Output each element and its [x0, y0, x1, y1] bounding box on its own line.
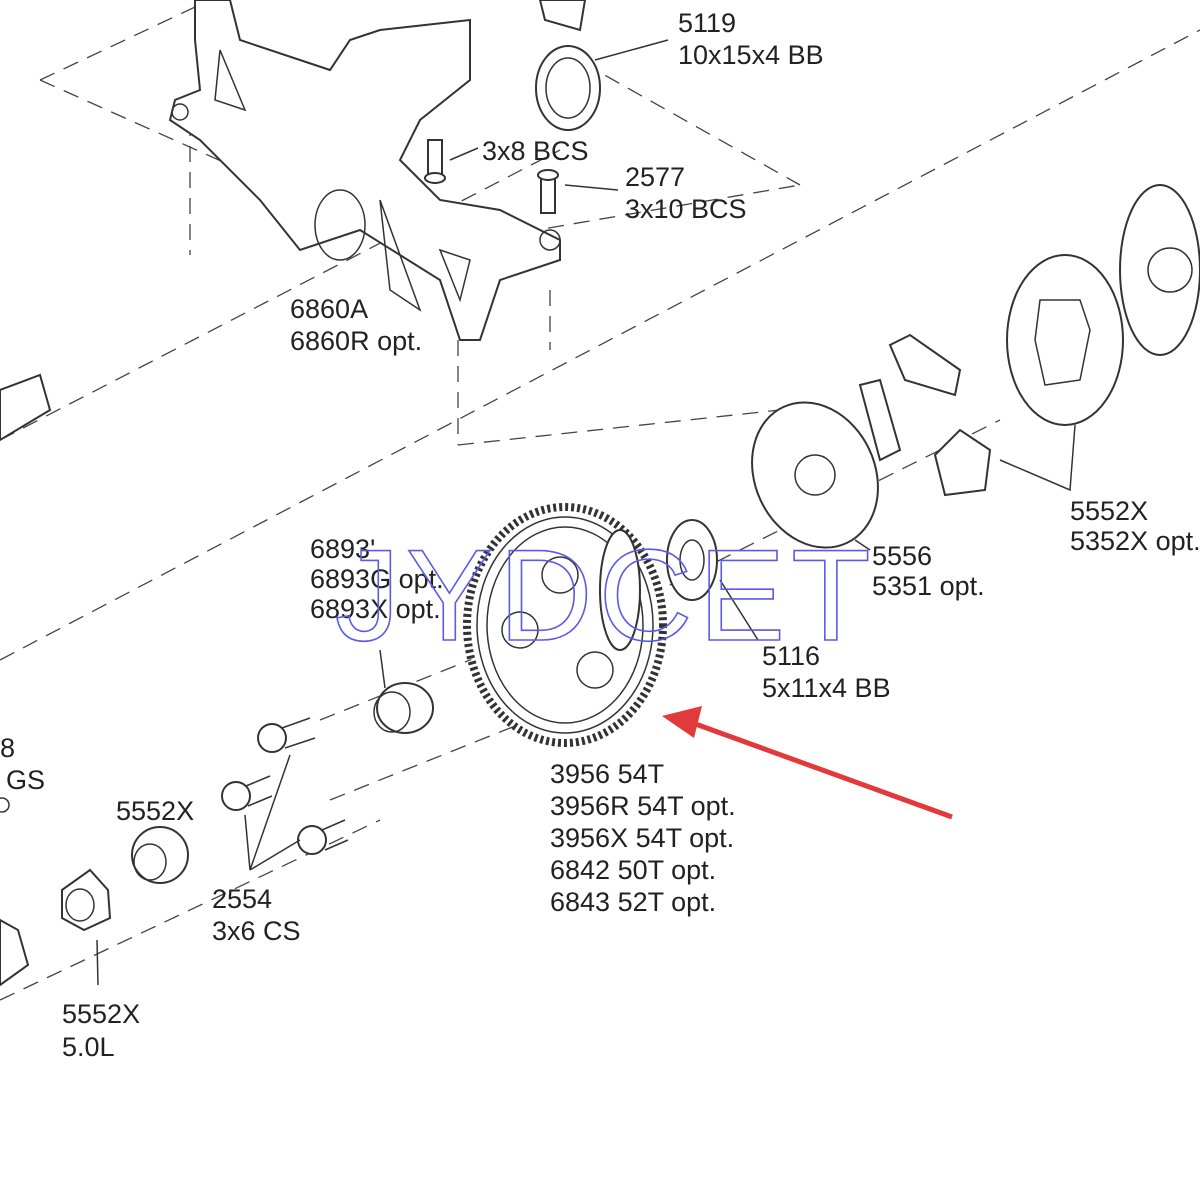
svg-text:3956 54T: 3956 54T	[550, 759, 664, 789]
label-2577: 2577 3x10 BCS	[625, 162, 747, 224]
svg-text:2554: 2554	[212, 884, 272, 914]
bearing-5116	[666, 519, 718, 601]
svg-text:3x6 CS: 3x6 CS	[212, 916, 301, 946]
motor-mount-bracket-6860	[168, 0, 587, 341]
svg-text:6843 52T opt.: 6843 52T opt.	[550, 887, 716, 917]
svg-text:3956X 54T opt.: 3956X 54T opt.	[550, 823, 734, 853]
svg-text:GS: GS	[6, 765, 45, 795]
label-left-partial: 8 GS	[0, 733, 45, 795]
svg-text:5552X: 5552X	[62, 999, 140, 1029]
svg-text:5351 opt.: 5351 opt.	[872, 571, 985, 601]
svg-text:5556: 5556	[872, 541, 932, 571]
clutch-shoes-5552x	[858, 333, 992, 497]
svg-text:6893G opt.: 6893G opt.	[310, 564, 444, 594]
svg-text:6860R opt.: 6860R opt.	[290, 326, 422, 356]
svg-text:8: 8	[0, 733, 15, 763]
svg-text:6842 50T opt.: 6842 50T opt.	[550, 855, 716, 885]
svg-text:5116: 5116	[762, 641, 820, 671]
spring-steel-disc	[1006, 254, 1124, 426]
svg-text:10x15x4 BB: 10x15x4 BB	[678, 40, 824, 70]
clutch-carrier-5556	[751, 401, 879, 549]
label-5556: 5556 5351 opt.	[872, 541, 985, 601]
clutch-bell-housing	[1119, 184, 1200, 356]
hub-6893	[373, 682, 434, 734]
svg-text:3x10 BCS: 3x10 BCS	[625, 194, 747, 224]
label-5116: 5116 5x11x4 BB	[762, 641, 891, 703]
svg-text:5119: 5119	[678, 8, 736, 38]
label-2554: 2554 3x6 CS	[212, 884, 301, 946]
label-5552x-shoes: 5552X 5352X opt.	[1070, 496, 1200, 556]
svg-text:3956R 54T opt.: 3956R 54T opt.	[550, 791, 736, 821]
small-part	[0, 797, 10, 813]
spur-gear-3956-54t	[463, 503, 667, 747]
label-3956: 3956 54T 3956R 54T opt. 3956X 54T opt. 6…	[550, 759, 736, 917]
svg-text:5x11x4 BB: 5x11x4 BB	[762, 673, 891, 703]
label-3x8-bcs: 3x8 BCS	[482, 136, 589, 166]
svg-text:6860A: 6860A	[290, 294, 368, 324]
svg-text:5.0L: 5.0L	[62, 1032, 115, 1062]
leader-lines	[96, 39, 1076, 986]
svg-text:2577: 2577	[625, 162, 685, 192]
bearing-5119	[535, 45, 601, 131]
label-5552x-spring: 5552X	[116, 796, 194, 826]
svg-text:5352X opt.: 5352X opt.	[1070, 526, 1200, 556]
spring-5552x	[131, 826, 189, 884]
label-6893: 6893' 6893G opt. 6893X opt.	[310, 534, 444, 624]
svg-text:6893X opt.: 6893X opt.	[310, 594, 441, 624]
svg-text:5552X: 5552X	[1070, 496, 1148, 526]
red-arrow-pointer	[662, 706, 953, 820]
flywheel-partial	[0, 918, 30, 987]
nut-5552x	[61, 868, 112, 932]
svg-text:6893': 6893'	[310, 534, 375, 564]
watermark: JYDCET	[335, 522, 877, 668]
label-5119: 5119 10x15x4 BB	[678, 8, 824, 70]
label-6860: 6860A 6860R opt.	[290, 294, 422, 356]
screw-2577	[537, 169, 559, 214]
screw-3x8-bcs	[424, 139, 446, 184]
label-5552x-nut: 5552X 5.0L	[62, 999, 140, 1062]
cap-screws-2554	[221, 717, 349, 855]
shaft-end	[0, 373, 52, 442]
